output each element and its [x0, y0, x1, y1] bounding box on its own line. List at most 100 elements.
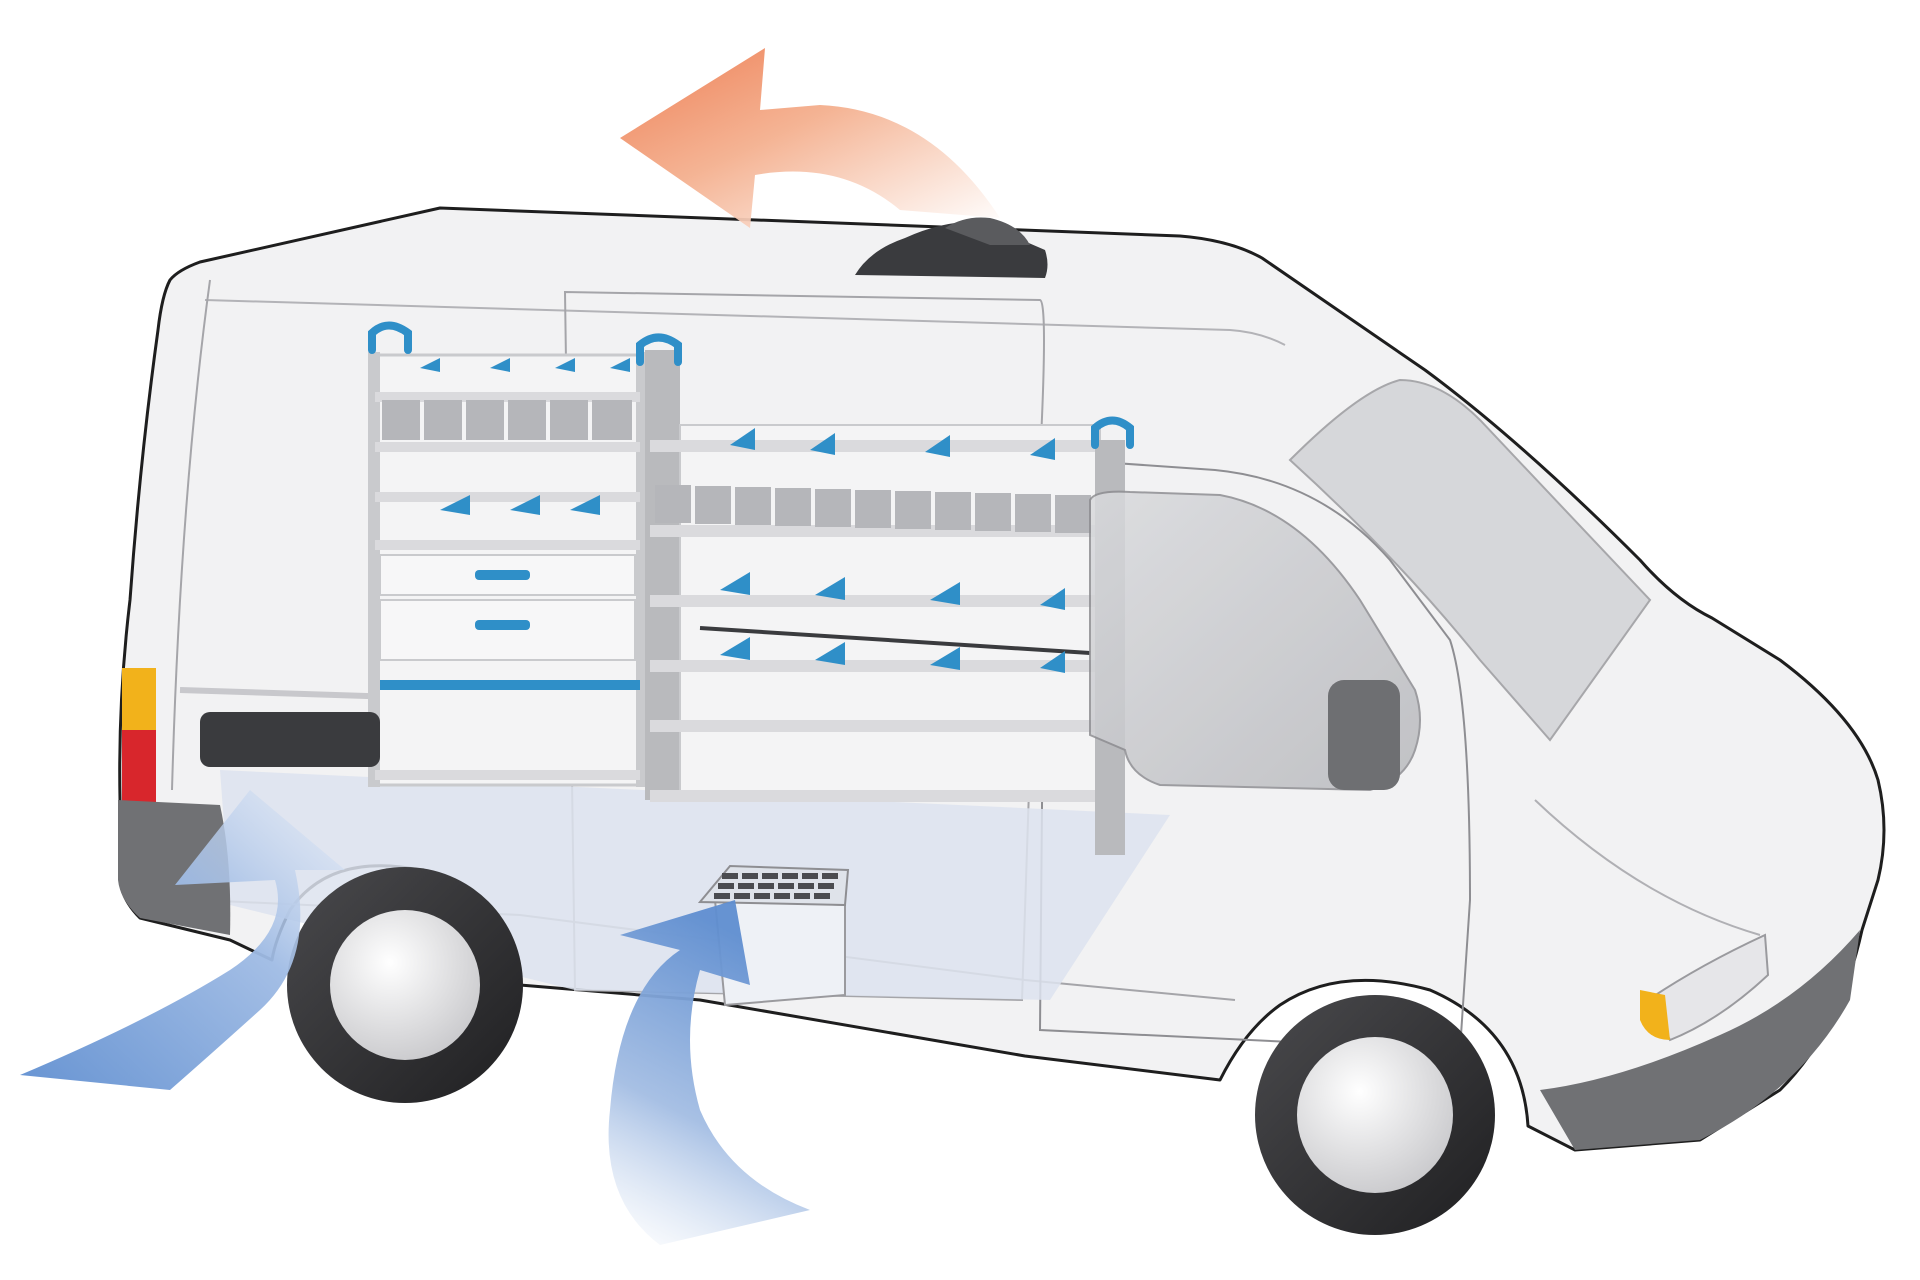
front-wheel [1255, 995, 1495, 1235]
shelf-left-3 [375, 492, 640, 502]
bins-left-row [382, 400, 632, 440]
grille-slot [754, 893, 770, 899]
bin [735, 487, 771, 525]
shelving-left-upright-a [368, 352, 380, 787]
front-grille-line [1534, 799, 1761, 936]
divider [930, 647, 960, 670]
grille-slot [762, 873, 778, 879]
roof-vent-dome [945, 217, 1030, 245]
divider [815, 577, 845, 600]
shelf-left-1 [375, 392, 640, 402]
grille-slot [802, 873, 818, 879]
grille-slot [778, 883, 794, 889]
shelving-left-handle [368, 321, 412, 354]
shelving-right-handle-a [636, 333, 682, 366]
bin [424, 400, 462, 440]
shelving-right-upright-a [645, 350, 680, 800]
roof-extractor-vent-icon [855, 217, 1048, 278]
divider [815, 642, 845, 665]
shelf-right-1 [650, 440, 1095, 452]
grille-slot [734, 893, 750, 899]
shelf-left-2 [375, 442, 640, 452]
side-reflector [200, 712, 380, 767]
grille-slot [774, 893, 790, 899]
grille-slot [794, 893, 810, 899]
divider [1040, 651, 1065, 673]
divider [810, 433, 835, 455]
grille-slot [714, 893, 730, 899]
shelf-left-4 [375, 540, 640, 550]
shelving-right-back [679, 424, 1101, 801]
bin [592, 400, 632, 440]
rear-light-amber [122, 668, 156, 730]
side-mirror [1328, 680, 1400, 790]
divider [555, 358, 575, 372]
divider [420, 358, 440, 372]
shelf-right-3 [650, 595, 1095, 607]
bin [775, 488, 811, 526]
bin [550, 400, 588, 440]
divider [490, 358, 510, 372]
front-hubcap [1297, 1037, 1453, 1193]
divider [510, 495, 540, 515]
grille-slot [782, 873, 798, 879]
shelf-dividers-left [420, 358, 630, 515]
bins-right-row [655, 485, 1091, 533]
divider [1040, 588, 1065, 610]
shelf-right-5 [650, 720, 1095, 732]
divider [720, 572, 750, 595]
divider [440, 495, 470, 515]
grille-slot [798, 883, 814, 889]
front-bumper [1540, 930, 1860, 1150]
shelving-right-handle-b [1091, 416, 1134, 449]
floor-vent-grille [714, 873, 838, 899]
grille-slot [814, 893, 830, 899]
rear-light-red [122, 730, 156, 802]
roof-edge-line [204, 299, 1286, 346]
grille-slot [738, 883, 754, 889]
divider [925, 435, 950, 457]
shelf-left-bottom [375, 770, 640, 780]
divider [1030, 438, 1055, 460]
bin [466, 400, 504, 440]
drawer-handle-2 [475, 620, 530, 630]
shelving-unit-left [368, 321, 648, 787]
grille-slot [758, 883, 774, 889]
shelf-bar [699, 626, 1091, 655]
warm-air-outflow-arrow-icon [620, 48, 1000, 228]
bin [815, 489, 851, 527]
blue-rail [380, 680, 640, 690]
divider [730, 428, 755, 450]
rear-bumper [118, 800, 231, 935]
grille-slot [822, 873, 838, 879]
drawer-handle-1 [475, 570, 530, 580]
rear-hubcap [330, 910, 480, 1060]
grille-slot [742, 873, 758, 879]
divider [930, 582, 960, 605]
bin [508, 400, 546, 440]
bin [1055, 495, 1091, 533]
bin [855, 490, 891, 528]
divider [720, 637, 750, 660]
divider [610, 358, 630, 372]
bin [935, 492, 971, 530]
bin [895, 491, 931, 529]
shelf-right-4 [650, 660, 1095, 672]
rear-door-edge [171, 279, 211, 791]
windscreen [1288, 378, 1652, 742]
bin [655, 485, 691, 523]
shelving-unit-right [636, 333, 1134, 855]
divider [570, 495, 600, 515]
bin [382, 400, 420, 440]
grille-slot [818, 883, 834, 889]
shelf-dividers-right [720, 428, 1065, 673]
grille-slot [722, 873, 738, 879]
cool-air-inflow-arrow-icon-middle [608, 900, 810, 1245]
cool-air-inflow-arrow-icon [20, 790, 345, 1090]
bin [975, 493, 1011, 531]
rear-wheel [287, 867, 523, 1103]
front-indicator [1640, 990, 1670, 1040]
bin [1015, 494, 1051, 532]
